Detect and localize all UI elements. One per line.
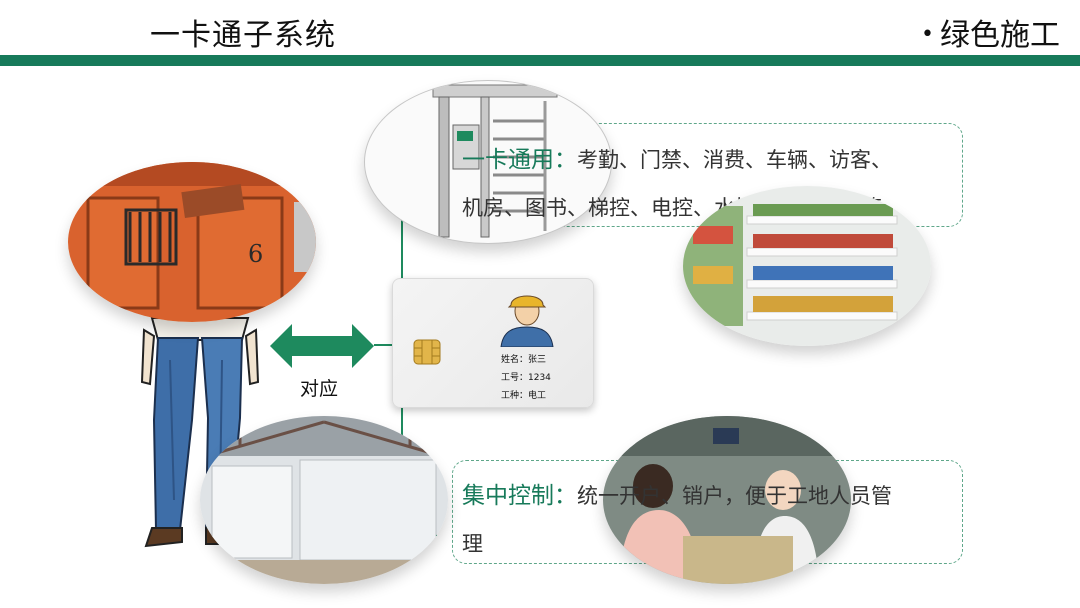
double-arrow-icon — [270, 324, 374, 368]
section-label-text: 绿色施工 — [940, 18, 1060, 53]
control-highlight: 集中控制： — [462, 483, 577, 509]
id-card: 姓名：张三 工号：1234 工种：电工 — [392, 278, 594, 408]
bullet-dot: • — [921, 22, 934, 47]
usage-highlight: 一卡通用： — [462, 147, 577, 173]
building-photo: 6 — [68, 162, 316, 322]
usage-line-1: 考勤、门禁、消费、车辆、访客、 — [577, 148, 892, 172]
svg-text:6: 6 — [248, 240, 263, 268]
card-id: 工号：1234 — [501, 369, 551, 387]
worker-avatar-icon — [495, 287, 559, 347]
section-label: •绿色施工 — [921, 10, 1060, 54]
card-name: 姓名：张三 — [501, 351, 551, 369]
dormitory-photo — [200, 416, 448, 584]
shop-photo — [683, 186, 931, 346]
page-title: 一卡通子系统 — [150, 10, 336, 54]
header-divider — [0, 55, 1080, 66]
chip-icon — [413, 339, 441, 365]
control-line-1: 统一开户、销户，便于工地人员管 — [577, 484, 892, 508]
control-line-2: 理 — [462, 520, 952, 568]
card-info: 姓名：张三 工号：1234 工种：电工 — [501, 351, 551, 405]
card-trade: 工种：电工 — [501, 387, 551, 405]
arrow-label: 对应 — [300, 374, 338, 401]
control-text: 集中控制：统一开户、销户，便于工地人员管 理 — [462, 472, 952, 568]
